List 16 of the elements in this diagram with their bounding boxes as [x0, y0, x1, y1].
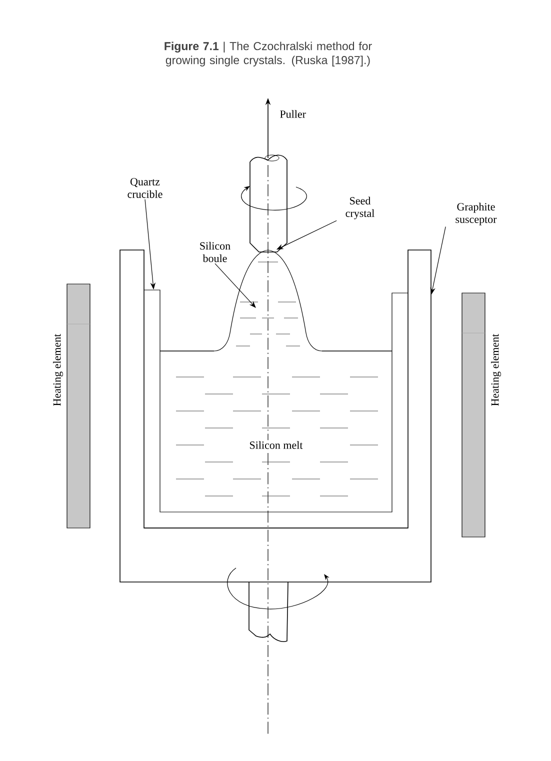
part-label: Seed crystal [346, 196, 374, 220]
leader-line [214, 263, 256, 308]
seed-crystal [250, 154, 288, 252]
quartz-crucible [144, 290, 408, 528]
node-label: Heating element [491, 334, 501, 406]
part-label: Silicon boule [200, 242, 230, 262]
figure-title: Figure 7.1 | The Czochralski method for growing single crystals. (Ruska [1987].) [164, 42, 372, 66]
node-label: Silicon melt [250, 441, 303, 449]
graphite-susceptor [120, 250, 432, 582]
part-label: Graphite susceptor [456, 202, 497, 226]
heating-element: Heating element [53, 284, 90, 528]
silicon-melt: Silicon melt [160, 350, 392, 496]
node-label: Heating element [53, 334, 63, 406]
part-label: Quartz crucible [128, 178, 162, 198]
heating-element: Heating element [462, 292, 501, 538]
puller-label: Puller [280, 110, 306, 118]
